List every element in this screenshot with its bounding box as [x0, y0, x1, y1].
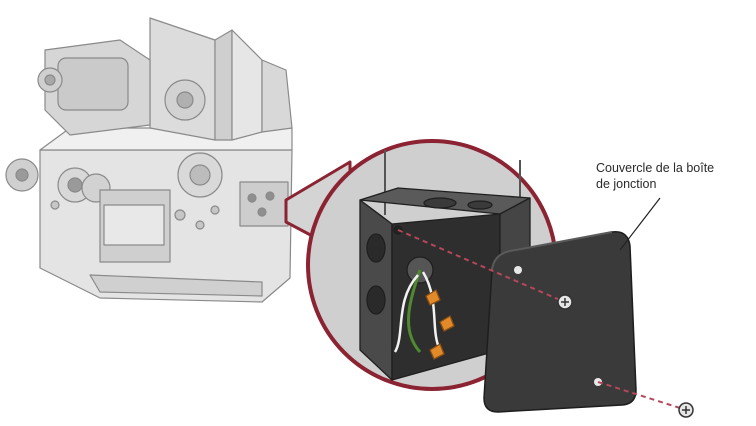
screw-icon	[678, 402, 694, 418]
screw-icon	[557, 294, 573, 310]
operator-machine	[5, 17, 293, 303]
callout-leader	[619, 197, 661, 251]
junction-box-cover	[483, 231, 637, 413]
callout-label-junction-box-cover: Couvercle de la boîte de jonction	[596, 160, 756, 192]
callout-line-1: Couvercle de la boîte	[596, 161, 715, 175]
screw-paths	[397, 229, 681, 409]
callout-line-2: de jonction	[596, 177, 657, 191]
